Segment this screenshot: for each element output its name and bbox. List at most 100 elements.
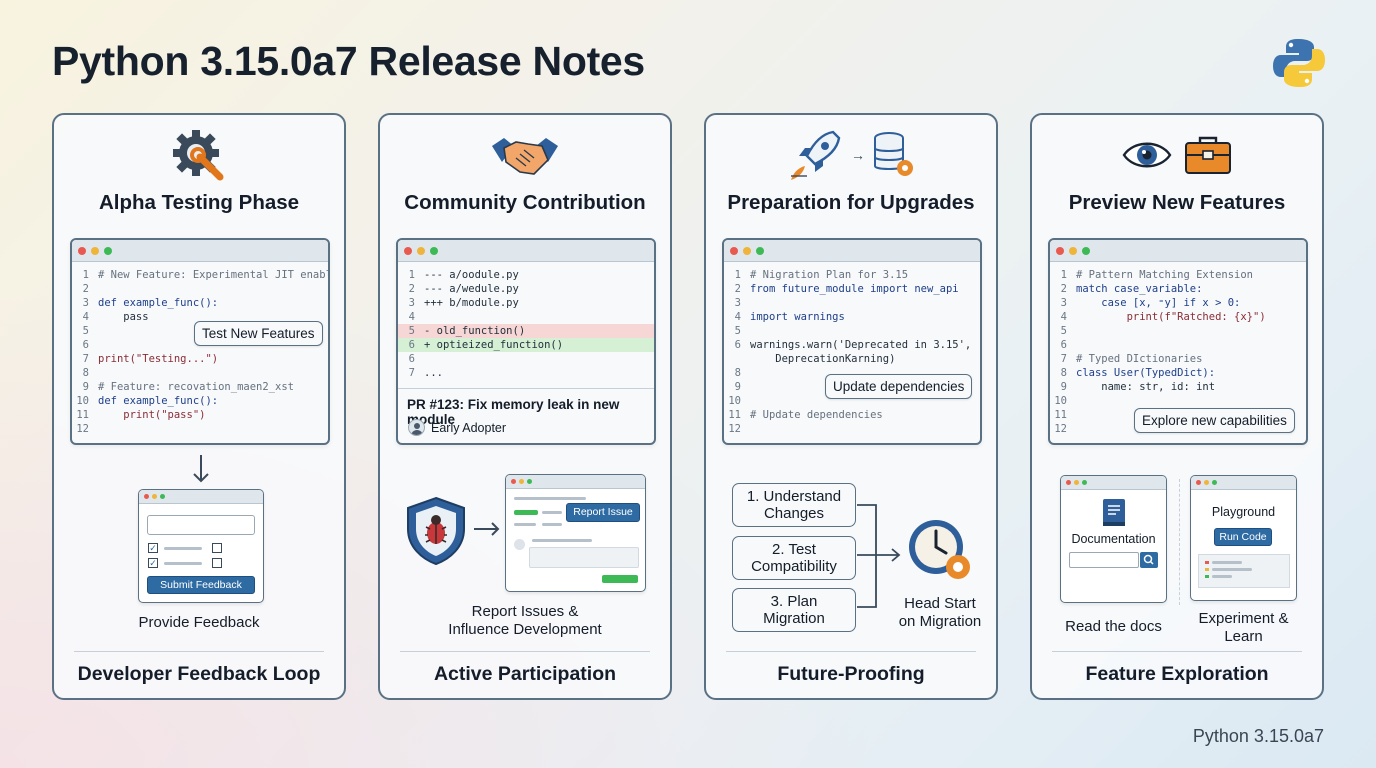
code-text: name: str, id: int (1076, 381, 1216, 393)
footer-version: Python 3.15.0a7 (1192, 726, 1324, 746)
python-logo-icon (1273, 39, 1325, 87)
line-number: 6 (734, 339, 741, 351)
search-button[interactable] (1140, 552, 1158, 568)
submit-issue-button[interactable] (602, 575, 638, 583)
code-line: 4 import warnings (724, 310, 980, 324)
code-text: # Typed DIctionaries (1076, 353, 1203, 365)
line-number: 4 (734, 311, 741, 323)
code-line: 8 (72, 366, 328, 380)
code-text: print("Testing...") (98, 353, 219, 365)
on-migration-caption: on Migration (898, 613, 982, 630)
playground-label: Playground (1211, 505, 1276, 519)
feedback-form-window: ✓ ✓ Submit Feedback (138, 489, 264, 603)
line-number: 2 (408, 283, 415, 295)
line-number: 4 (1060, 311, 1067, 323)
code-line: 1# Pattern Matching Extension (1050, 268, 1306, 282)
line-number: 9 (82, 381, 89, 393)
submit-feedback-button[interactable]: Submit Feedback (147, 576, 255, 594)
arrow-down-icon (193, 455, 209, 483)
code-line: 2 (72, 282, 328, 296)
search-icon (1143, 554, 1154, 565)
line-number: 1 (408, 269, 415, 281)
line-number: 6 (408, 339, 415, 351)
code-line: 12 (724, 422, 980, 436)
code-line: 3 case [x, ⁼y] if x > 0: (1050, 296, 1306, 310)
line-number: 7 (1060, 353, 1067, 365)
code-line: 5- old_function() (398, 324, 654, 338)
line-number: 5 (734, 325, 741, 337)
report-issue-button[interactable]: Report Issue (566, 503, 640, 522)
code-line: 6 (72, 338, 328, 352)
code-line: 3+++ b/module.py (398, 296, 654, 310)
card-title: Preparation for Upgrades (727, 191, 975, 214)
line-number: 3 (82, 297, 89, 309)
line-number: 8 (1060, 367, 1067, 379)
database-gear-icon (874, 132, 913, 176)
code-text: class User(TypedDict): (1076, 367, 1216, 379)
code-text: def example_func(): (98, 395, 219, 407)
code-line: 6+ optieized_function() (398, 338, 654, 352)
code-text: print("pass") (98, 409, 206, 421)
line-number: 12 (76, 423, 89, 435)
card-footer: Feature Exploration (1085, 663, 1269, 685)
code-line: 1--- a/oodule.py (398, 268, 654, 282)
code-line: 9 name: str, id: int (1050, 380, 1306, 394)
code-line: DeprecationKarning) (724, 352, 980, 366)
card-title: Alpha Testing Phase (98, 191, 300, 214)
code-text: import warnings (750, 311, 845, 323)
code-line: 6 (398, 352, 654, 366)
line-number: 1 (734, 269, 741, 281)
line-number: 8 (82, 367, 89, 379)
checkbox-checked[interactable]: ✓ (148, 558, 158, 568)
rocket-icon (791, 130, 841, 180)
line-number: 2 (82, 283, 89, 295)
code-line: 8 (724, 366, 980, 380)
card-footer: Future-Proofing (777, 663, 925, 685)
line-number: 4 (82, 311, 89, 323)
checkbox-unchecked[interactable] (212, 558, 222, 568)
code-text: case [x, ⁼y] if x > 0: (1076, 297, 1241, 309)
code-line: 10 (1050, 394, 1306, 408)
page-title: Python 3.15.0a7 Release Notes (52, 38, 645, 84)
flow-connector (857, 504, 901, 608)
toolbox-icon (1185, 136, 1231, 174)
code-line: 1# Nigration Plan for 3.15 (724, 268, 980, 282)
run-code-button[interactable]: Run Code (1214, 528, 1272, 546)
line-number: 4 (408, 311, 415, 323)
feedback-text-input[interactable] (147, 515, 255, 535)
code-line: 5 (1050, 324, 1306, 338)
line-number: 10 (728, 395, 741, 407)
explore-capabilities-label: Explore new capabilities (1134, 408, 1295, 433)
code-text: # New Feature: Experimental JIT enabled (98, 269, 330, 281)
read-docs-caption: Read the docs (1065, 618, 1162, 635)
code-line: 2--- a/wedule.py (398, 282, 654, 296)
line-number: 2 (1060, 283, 1067, 295)
checkbox-checked[interactable]: ✓ (148, 543, 158, 553)
playground-window: Playground Run Code (1190, 475, 1297, 601)
line-number: 3 (1060, 297, 1067, 309)
handshake-icon (492, 138, 558, 175)
docs-search-input[interactable] (1069, 552, 1139, 568)
code-text: pass (98, 311, 149, 323)
line-number: 6 (408, 353, 415, 365)
provide-feedback-caption: Provide Feedback (138, 614, 260, 631)
line-number: 2 (734, 283, 741, 295)
checkbox-unchecked[interactable] (212, 543, 222, 553)
arrow-right-icon: → (851, 147, 865, 163)
card-preparation-upgrades: → Preparation for Upgrades 1# Nigration … (704, 113, 998, 700)
line-number: 1 (82, 269, 89, 281)
line-number: 5 (408, 325, 415, 337)
influence-development-caption: Influence Development (448, 621, 602, 638)
code-text: # Feature: recovation_maen2_xst (98, 381, 294, 393)
code-line: 11 print("pass") (72, 408, 328, 422)
line-number: 11 (1054, 409, 1067, 421)
code-text: match case_variable: (1076, 283, 1203, 295)
